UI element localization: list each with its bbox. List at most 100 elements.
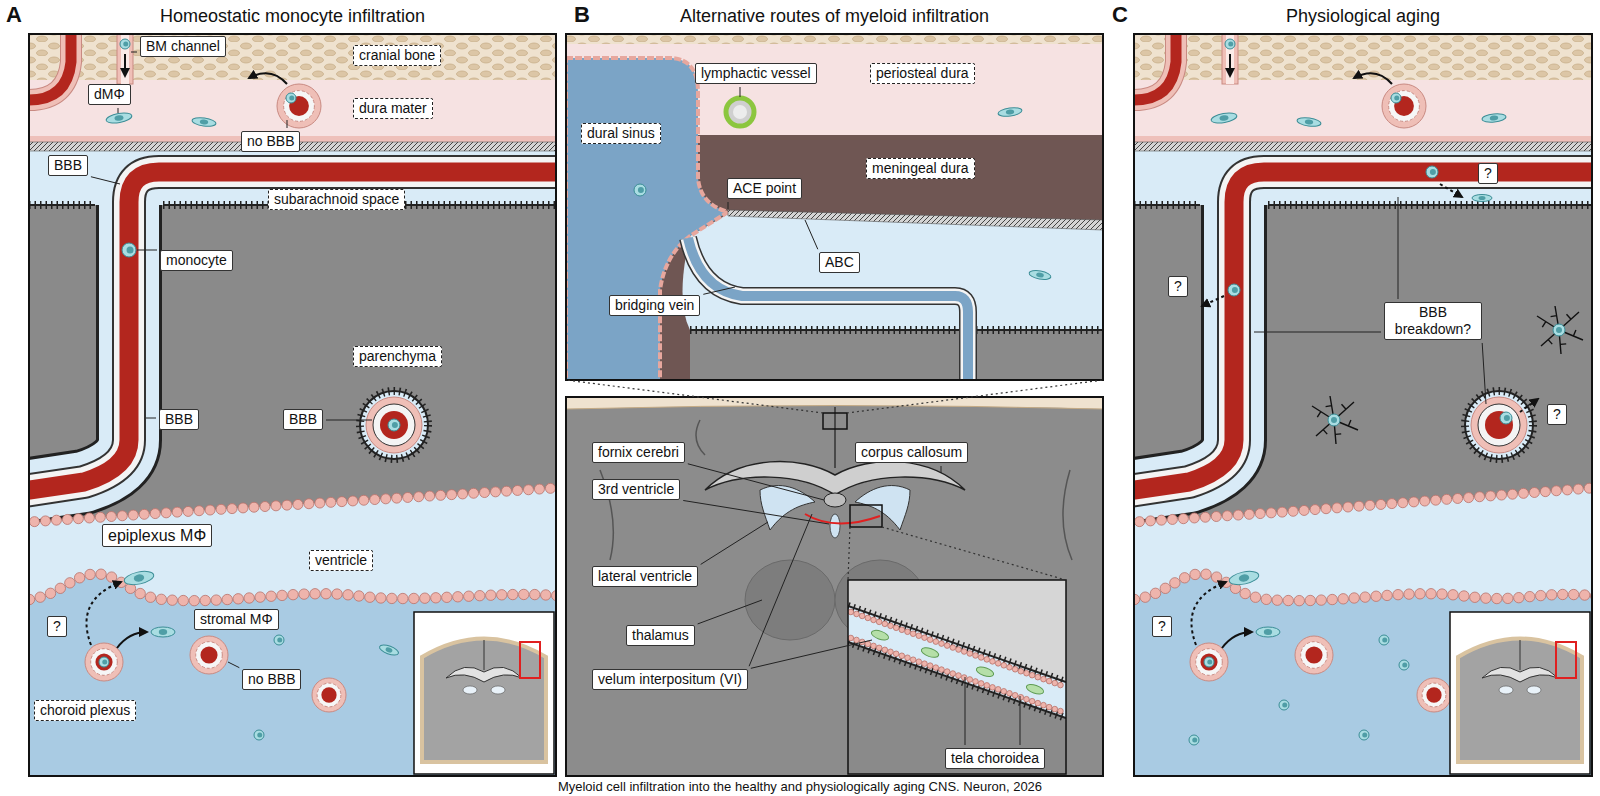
- label-text: ?: [1174, 278, 1182, 294]
- ependyma: [480, 488, 490, 498]
- tela-choroidea: [922, 635, 928, 641]
- bead-guide: [848, 637, 1066, 713]
- monocyte: [1228, 284, 1240, 296]
- callout-label: fornix cerebri: [592, 442, 685, 463]
- inset-ground: [848, 580, 1066, 774]
- monocyte: [99, 657, 109, 667]
- choroid-epithelium: [1404, 589, 1414, 599]
- macrophage: [192, 116, 217, 127]
- tela-choroidea: [854, 611, 860, 617]
- vessel-lumen: [321, 687, 336, 702]
- label-text: dMΦ: [94, 86, 125, 102]
- tela-choroidea: [927, 663, 933, 669]
- choroid-epithelium: [1382, 590, 1392, 600]
- ependyma: [1299, 505, 1309, 515]
- parenchyma: [690, 330, 1103, 380]
- nucleus: [289, 96, 294, 101]
- tela-choroidea: [944, 643, 950, 649]
- callout-label: no BBB: [241, 131, 300, 152]
- dural-border: [1134, 136, 1592, 142]
- ependyma: [128, 510, 138, 520]
- glia-limitans: [1268, 204, 1592, 206]
- tela-choroidea: [848, 609, 854, 615]
- ependyma: [502, 486, 512, 496]
- nucleus: [1305, 119, 1314, 125]
- callout-label: lymphactic vessel: [695, 63, 817, 84]
- vessel-lumen: [1305, 646, 1322, 663]
- zoom-line: [847, 380, 1103, 413]
- inset-ventricle: [463, 686, 477, 694]
- choroid-epithelium: [530, 589, 540, 599]
- choroid-epithelium: [398, 593, 408, 603]
- nucleus: [1362, 733, 1367, 738]
- ependyma: [1431, 495, 1441, 505]
- ependyma: [73, 514, 83, 524]
- label-text: 3rd ventricle: [598, 481, 674, 497]
- inset-midline: [1520, 640, 1521, 670]
- label-text: ?: [53, 618, 61, 634]
- ependyma: [1310, 505, 1320, 515]
- label-text: no BBB: [247, 133, 294, 149]
- choroid-epithelium: [222, 594, 232, 604]
- inset-frame: [1450, 612, 1590, 774]
- glia-limitans: [1134, 204, 1200, 206]
- choroid-epithelium: [376, 593, 386, 603]
- tela-choroidea: [1046, 678, 1052, 684]
- vessel-wall: [312, 678, 346, 712]
- callout-label: stromal MΦ: [194, 609, 279, 630]
- arrow: [1202, 296, 1224, 306]
- ependyma: [458, 489, 468, 499]
- ependyma: [117, 511, 127, 521]
- zoom-marker: [850, 505, 882, 527]
- bone-vessel: [29, 34, 71, 100]
- tela-choroidea: [973, 679, 979, 685]
- vessel-lumen: [200, 646, 217, 663]
- cranial-bone: [566, 34, 1103, 44]
- choroid-epithelium: [1371, 591, 1381, 601]
- tela-choroidea: [899, 627, 905, 633]
- macrophage: [1482, 113, 1507, 123]
- ependyma: [392, 493, 402, 503]
- vessel-wall: [190, 636, 228, 674]
- dura-mater: [29, 80, 556, 136]
- ependyma: [238, 503, 248, 513]
- nucleus: [638, 187, 644, 193]
- ependyma: [40, 516, 50, 526]
- arrow: [1229, 54, 1231, 76]
- callout-label: BBB breakdown?: [1384, 302, 1482, 340]
- arrow: [117, 632, 147, 648]
- ependyma: [161, 508, 171, 518]
- endothelium: [284, 91, 315, 122]
- ependyma: [172, 507, 182, 517]
- arrow: [1191, 582, 1226, 645]
- callout-label: ACE point: [727, 178, 802, 199]
- vessel-wall: [1295, 636, 1333, 674]
- velum-cell: [975, 665, 995, 678]
- monocyte: [274, 635, 284, 645]
- callout-label: BBB: [48, 155, 88, 176]
- nucleus: [114, 115, 124, 122]
- ependyma: [1266, 508, 1276, 518]
- panel-title: Homeostatic monocyte infiltration: [160, 6, 425, 26]
- leader-line: [728, 202, 729, 209]
- ependyma: [205, 505, 215, 515]
- ependyma: [381, 494, 391, 504]
- choroid-epithelium: [106, 572, 116, 582]
- choroid-epithelium: [1140, 592, 1150, 602]
- ependyma: [1562, 485, 1572, 495]
- label-text: ventricle: [315, 552, 367, 568]
- region-label: subarachnoid space: [268, 189, 405, 210]
- ependyma: [1167, 514, 1177, 524]
- glia-limitans: [690, 326, 1103, 334]
- choroid-epithelium: [1481, 593, 1491, 603]
- ependyma: [1464, 493, 1474, 503]
- panel-title: Alternative routes of myeloid infiltrati…: [680, 6, 989, 26]
- panel-art: [1134, 34, 1592, 776]
- macrophage: [1472, 195, 1492, 202]
- leader-line: [287, 120, 288, 128]
- choroid-epithelium: [1579, 590, 1589, 600]
- choroid-epithelium: [1240, 588, 1250, 598]
- region-label: periosteal dura: [870, 63, 975, 84]
- label-text: BBB: [289, 411, 317, 427]
- leader-line: [118, 108, 119, 113]
